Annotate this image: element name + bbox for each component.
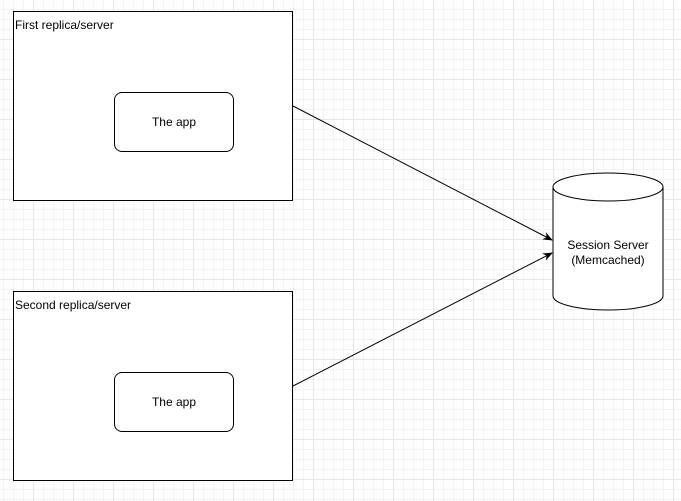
second-app-label: The app xyxy=(151,395,197,409)
second-app-box: The app xyxy=(114,372,234,432)
first-server-label: First replica/server xyxy=(15,18,114,32)
session-server-subtitle: (Memcached) xyxy=(571,253,645,267)
second-server-label: Second replica/server xyxy=(15,298,132,312)
first-server-connector-arrow xyxy=(292,105,553,241)
session-server-cylinder xyxy=(552,172,664,311)
first-app-box: The app xyxy=(114,92,234,152)
first-app-label: The app xyxy=(151,115,197,129)
second-server-connector-arrow xyxy=(292,252,553,387)
second-server-box: Second replica/server The app xyxy=(13,291,293,481)
first-server-box: First replica/server The app xyxy=(13,11,293,201)
session-server-title: Session Server xyxy=(567,238,649,252)
session-server-label: Session Server (Memcached) xyxy=(553,238,663,268)
